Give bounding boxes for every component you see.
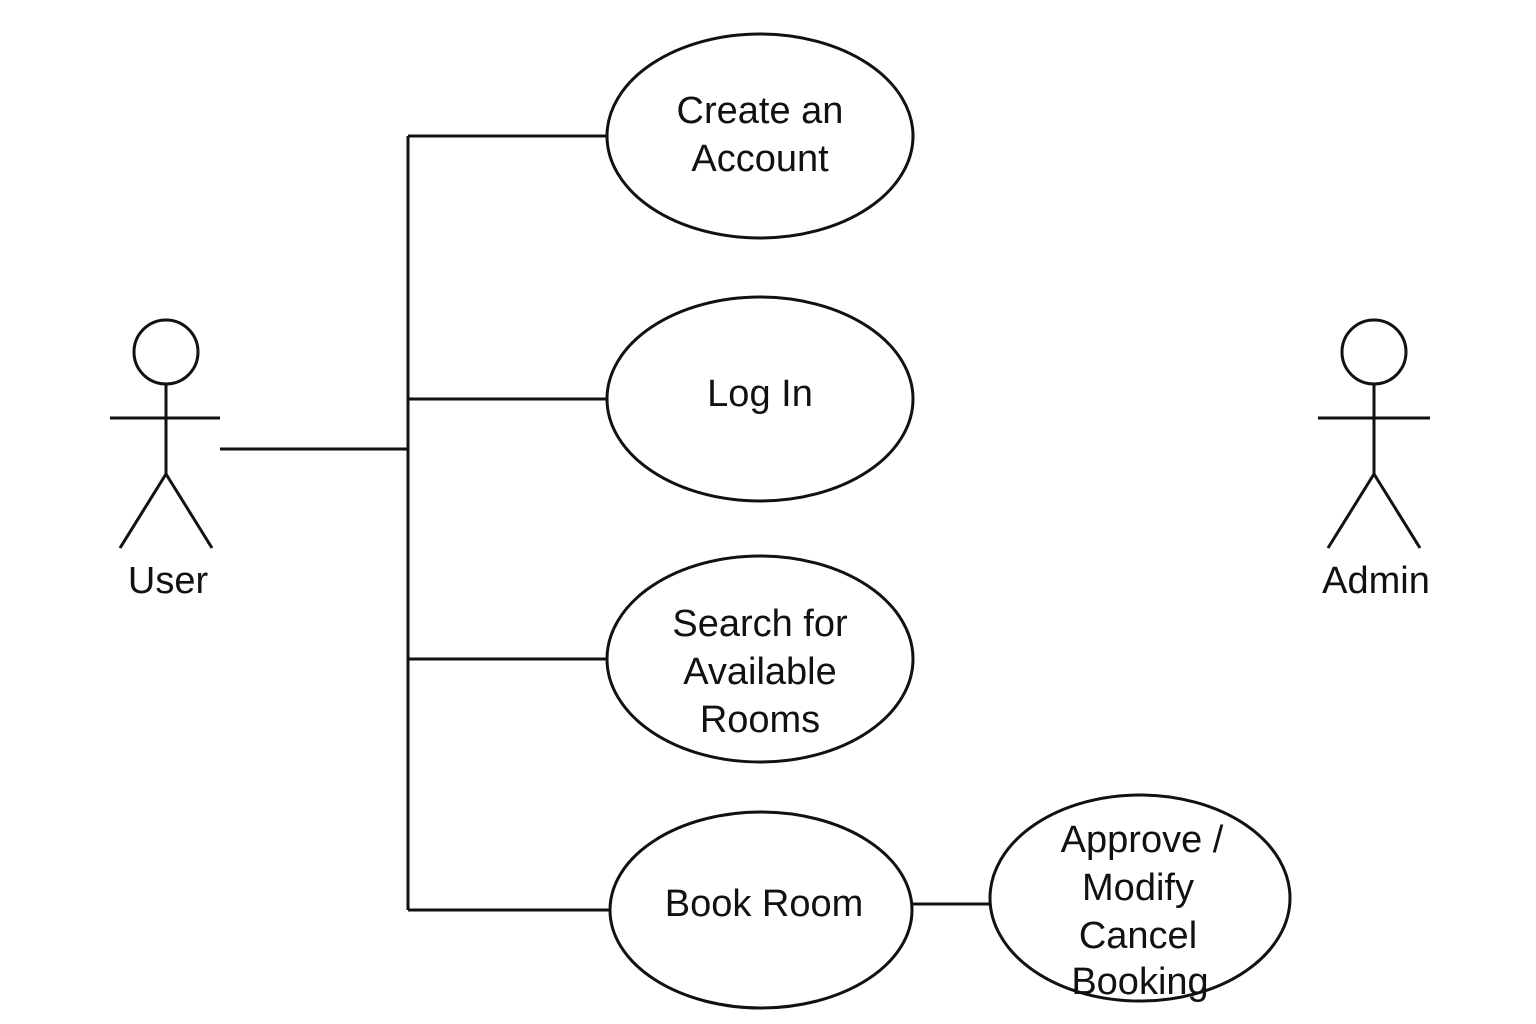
create-account-line-2: Account <box>691 138 829 180</box>
use-case-approve-booking: Approve / Modify Cancel Booking <box>988 793 1292 1003</box>
connectors <box>220 134 990 912</box>
approve-booking-line-1: Approve / <box>1061 819 1224 861</box>
search-rooms-ellipse <box>605 554 915 764</box>
approve-booking-line-4: Booking <box>1071 961 1208 1003</box>
user-actor-left-leg <box>118 473 168 549</box>
admin-actor-label: Admin <box>1322 560 1430 602</box>
create-account-line-1: Create an <box>677 90 844 132</box>
user-actor-right-leg <box>164 473 214 549</box>
create-account-ellipse <box>605 32 915 240</box>
approve-booking-line-2: Modify <box>1082 867 1194 909</box>
search-rooms-line-3: Rooms <box>700 699 820 741</box>
user-actor: User <box>110 318 220 602</box>
admin-actor-left-leg <box>1326 473 1376 549</box>
admin-actor: Admin <box>1318 318 1430 602</box>
book-room-ellipse <box>608 810 914 1010</box>
log-in-ellipse <box>605 295 915 503</box>
search-rooms-line-1: Search for <box>672 603 848 645</box>
log-in-line-1: Log In <box>707 373 813 415</box>
admin-actor-head-icon <box>1340 318 1408 386</box>
search-rooms-line-2: Available <box>683 651 837 693</box>
user-actor-label: User <box>128 560 209 602</box>
book-room-line-1: Book Room <box>665 883 864 925</box>
use-case-create-account: Create an Account <box>605 32 915 240</box>
use-case-log-in: Log In <box>605 295 915 503</box>
use-case-search-rooms: Search for Available Rooms <box>605 554 915 764</box>
admin-actor-right-leg <box>1372 473 1422 549</box>
use-case-book-room: Book Room <box>608 810 914 1010</box>
approve-booking-ellipse <box>988 793 1292 1003</box>
approve-booking-line-3: Cancel <box>1079 915 1197 957</box>
user-actor-head-icon <box>132 318 200 386</box>
